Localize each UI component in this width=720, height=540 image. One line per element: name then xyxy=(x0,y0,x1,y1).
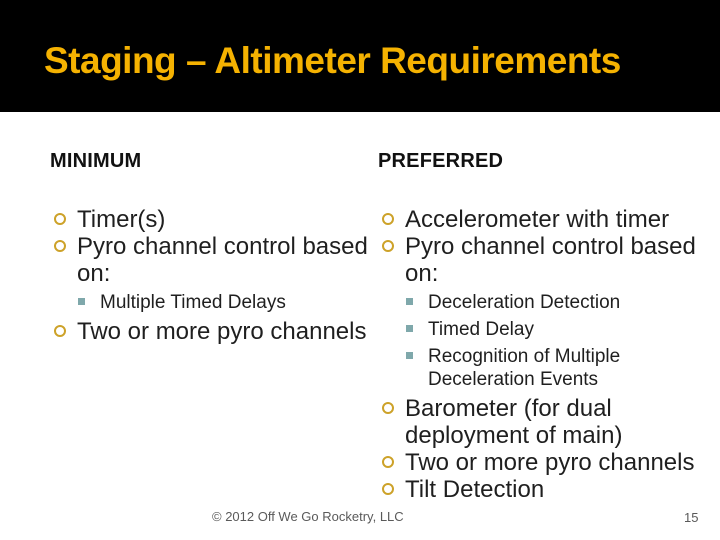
list-item-text: Timed Delay xyxy=(428,319,534,340)
list-item-text: Recognition of Multiple Deceleration Eve… xyxy=(428,346,621,390)
list-item: Pyro channel control based on: xyxy=(382,233,702,287)
list-item: Two or more pyro channels xyxy=(382,449,702,476)
circle-bullet-icon xyxy=(54,233,77,287)
list-item: Multiple Timed Delays xyxy=(78,291,374,314)
square-bullet-icon xyxy=(406,318,428,341)
slide-title: Staging – Altimeter Requirements xyxy=(44,40,621,81)
square-bullet-icon xyxy=(406,345,428,391)
list-item: Recognition of Multiple Deceleration Eve… xyxy=(406,345,702,391)
column-heading: PREFERRED xyxy=(378,150,504,172)
list-item-text: Two or more pyro channels xyxy=(77,318,367,345)
circle-bullet-icon xyxy=(382,206,405,233)
list-item: Pyro channel control based on: xyxy=(54,233,374,287)
circle-bullet-icon xyxy=(382,476,405,503)
list-item: Two or more pyro channels xyxy=(54,318,374,345)
list-item: Deceleration Detection xyxy=(406,291,702,314)
list-item-text: Pyro channel control based on: xyxy=(77,233,368,287)
footer-copyright: © 2012 Off We Go Rocketry, LLC xyxy=(212,509,404,524)
list-item: Timed Delay xyxy=(406,318,702,341)
list-item: Tilt Detection xyxy=(382,476,702,503)
circle-bullet-icon xyxy=(382,449,405,476)
list-item-text: Pyro channel control based on: xyxy=(405,233,696,287)
circle-bullet-icon xyxy=(382,395,405,449)
square-bullet-icon xyxy=(406,291,428,314)
list-item-text: Deceleration Detection xyxy=(428,292,621,313)
circle-bullet-icon xyxy=(382,233,405,287)
list-item-text: Accelerometer with timer xyxy=(405,206,670,233)
list-item-text: Two or more pyro channels xyxy=(405,449,695,476)
circle-bullet-icon xyxy=(54,318,77,345)
bullet-list: Timer(s)Pyro channel control based on: Mu… xyxy=(50,206,374,345)
list-item-text: Tilt Detection xyxy=(405,476,545,503)
column-minimum: MINIMUM Timer(s)Pyro channel control bas… xyxy=(50,150,374,345)
list-item-text: Barometer (for dual deployment of main) xyxy=(405,395,623,449)
page-number: 15 xyxy=(684,510,699,525)
column-heading: MINIMUM xyxy=(50,150,142,172)
list-item: Accelerometer with timer xyxy=(382,206,702,233)
circle-bullet-icon xyxy=(54,206,77,233)
list-item: Timer(s) xyxy=(54,206,374,233)
list-item-text: Multiple Timed Delays xyxy=(100,292,286,313)
square-bullet-icon xyxy=(78,291,100,314)
list-item: Barometer (for dual deployment of main) xyxy=(382,395,702,449)
list-item-text: Timer(s) xyxy=(77,206,166,233)
slide-header: Staging – Altimeter Requirements xyxy=(0,0,720,112)
